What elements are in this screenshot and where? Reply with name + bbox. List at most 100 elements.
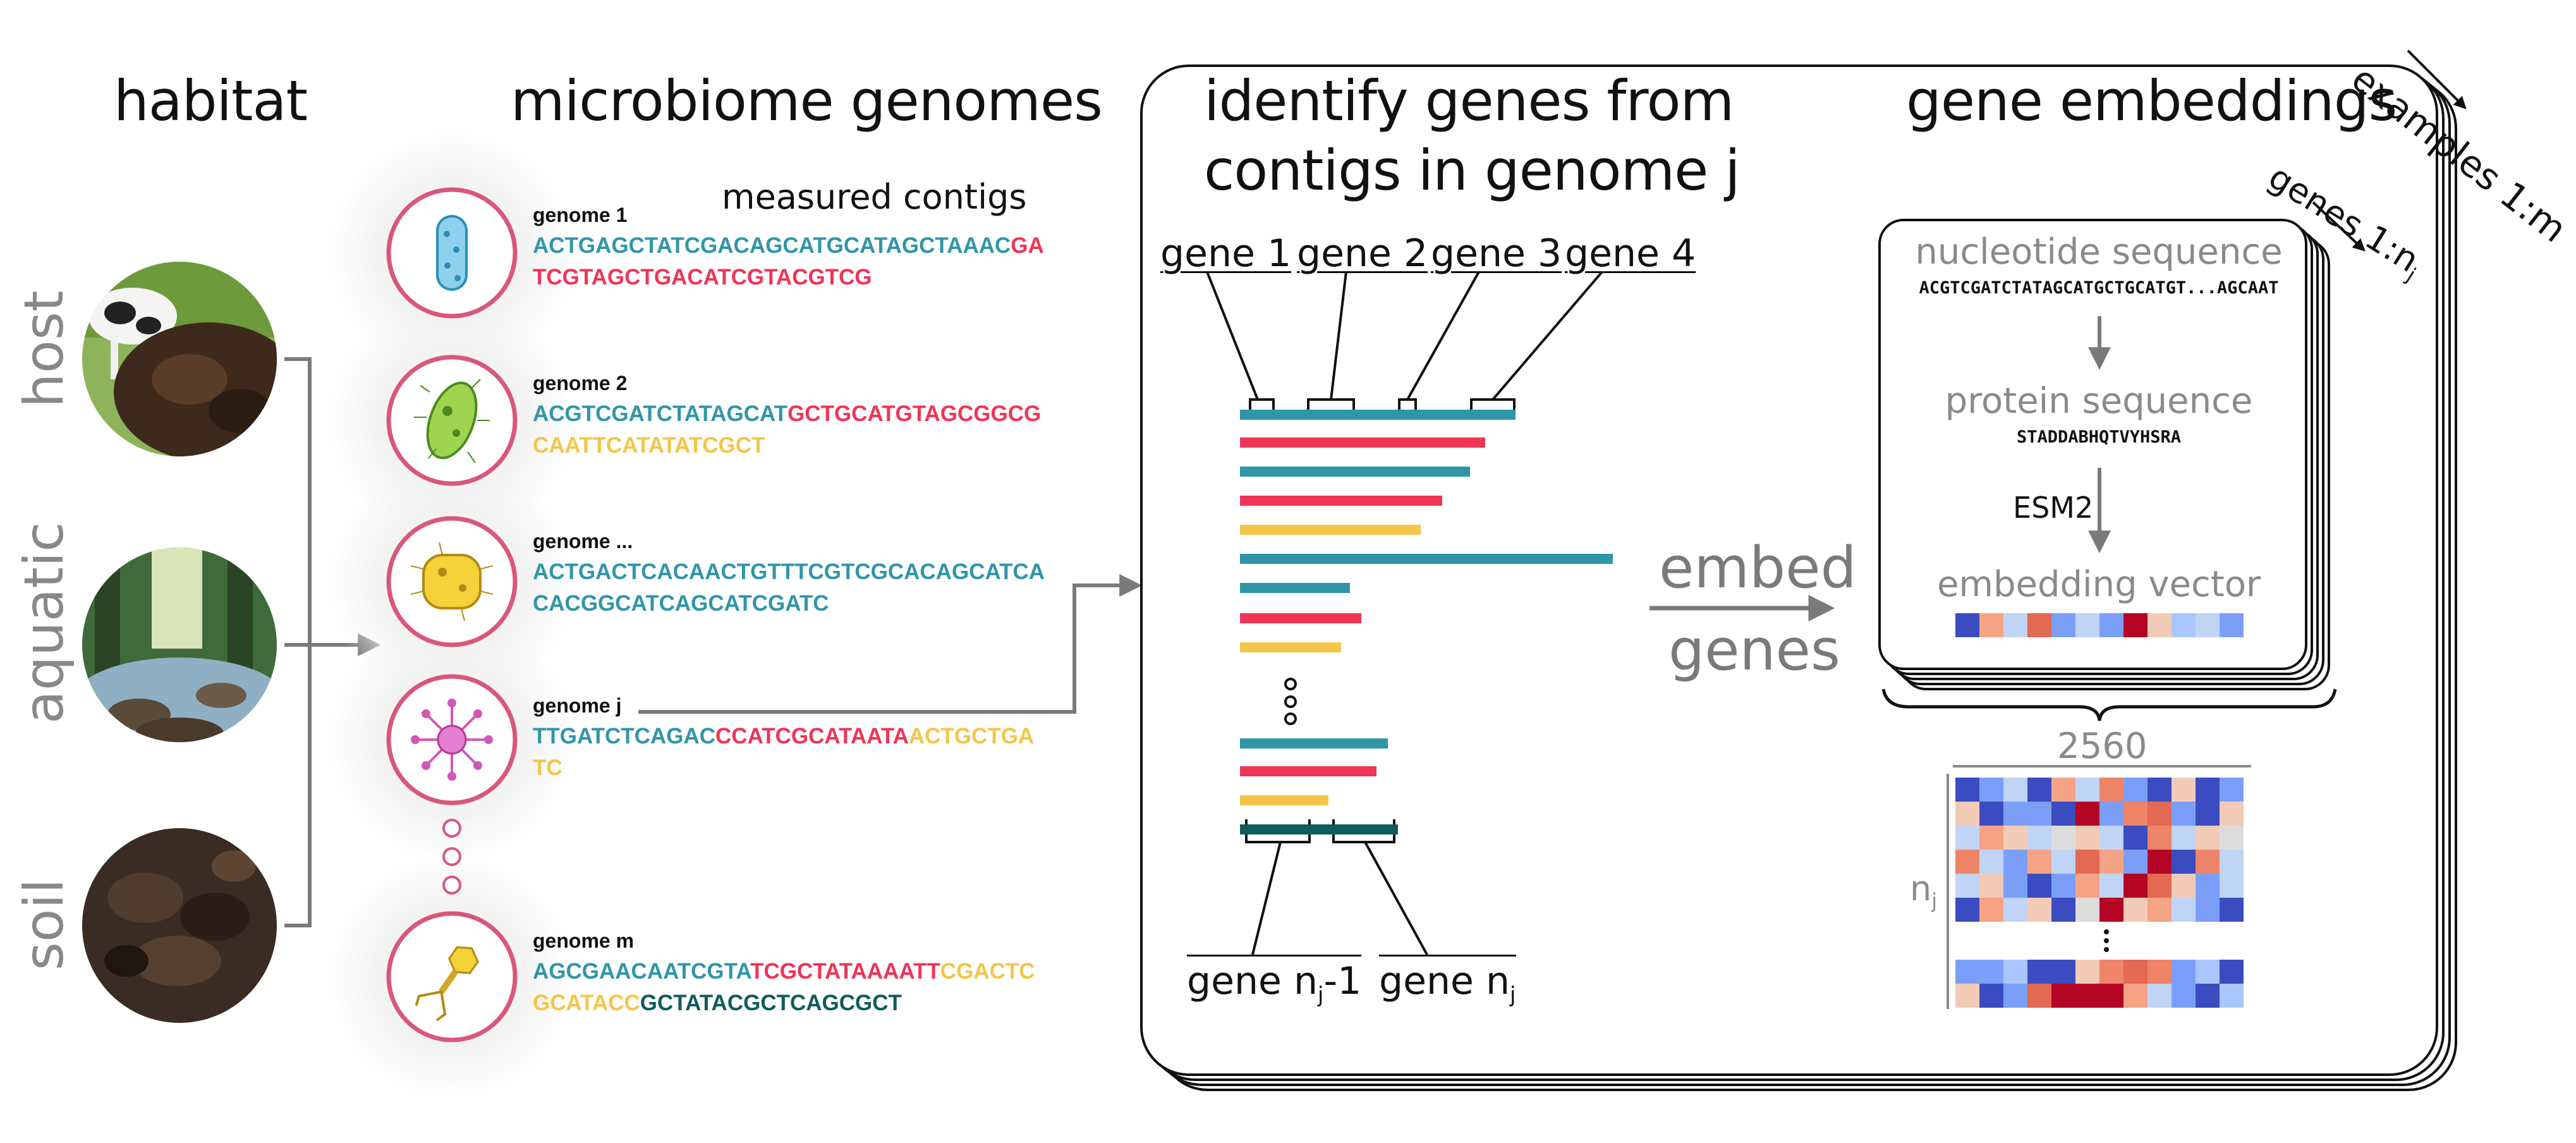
matrix-cell [2027, 898, 2051, 922]
matrix-cell [2220, 874, 2244, 898]
habitat-label-host: host [13, 290, 76, 408]
genome-sequence-line: CACGGCATCAGCATCGATC [533, 588, 829, 620]
matrix-ellipsis [2104, 929, 2109, 952]
matrix-cell [1955, 802, 1979, 826]
genome-sequence-line: ACTGAGCTATCGACAGCATGCATAGCTAAACGA [533, 230, 1044, 262]
sequence-segment: ACTGAGCTATCGACAGCATGCATAGCTAAAC [533, 233, 1011, 258]
gene-label-1: gene 1 [1160, 231, 1292, 276]
matrix-cell [2003, 960, 2027, 984]
gene-bar [1240, 795, 1328, 805]
phage-icon [386, 911, 518, 1042]
matrix-cell [1955, 874, 1979, 898]
sequence-segment: ACGTCGATCTATAGCAT [533, 401, 788, 426]
matrix-cell [2196, 898, 2220, 922]
sequence-segment: GCATACC [533, 991, 640, 1015]
matrix-rows-sub: j [1931, 888, 1938, 913]
gene-nj-base: gene n [1379, 959, 1510, 1003]
matrix-cell [2003, 778, 2027, 802]
matrix-cell [1955, 850, 1979, 874]
gene-nj-1-base: gene n [1187, 959, 1318, 1003]
sequence-segment: TC [533, 755, 562, 780]
identify-title-line1: identify genes from [1204, 68, 1734, 133]
matrix-cell [2123, 826, 2148, 850]
matrix-cell [2220, 802, 2244, 826]
genome-label: genome m [533, 929, 635, 952]
matrix-cell [2099, 984, 2123, 1008]
genome-label: genome 1 [533, 204, 628, 226]
vector-cell [2220, 613, 2244, 637]
gene-nj-1-suffix: -1 [1323, 959, 1362, 1003]
gene-bar [1240, 410, 1516, 420]
matrix-cell [2123, 898, 2148, 922]
matrix-cell [2099, 960, 2123, 984]
sequence-segment: GA [1011, 233, 1044, 258]
sequence-segment: AGCGAACAATCGTA [533, 959, 751, 984]
matrix-cell [2075, 960, 2099, 984]
gene-bar [1240, 613, 1361, 623]
ellipsis-dots [442, 819, 461, 895]
matrix-cell [2148, 984, 2172, 1008]
matrix-cell [2003, 898, 2027, 922]
matrix-cell [2099, 778, 2123, 802]
matrix-cell [2123, 984, 2148, 1008]
matrix-cell [2003, 850, 2027, 874]
matrix-cell [1979, 778, 2003, 802]
matrix-cell [2051, 898, 2075, 922]
habitat-title: habitat [114, 68, 308, 133]
matrix-cell [2027, 778, 2051, 802]
virus-icon [386, 674, 518, 805]
protein-title: protein sequence [1945, 381, 2253, 422]
matrix-cell [1979, 826, 2003, 850]
genome-sequence-line: ACTGACTCACAACTGTTTCGTCGCACAGCATCA [533, 556, 1045, 588]
matrix-cell [2123, 960, 2148, 984]
gene-nj-1-sub: j [1318, 982, 1324, 1008]
genome-j-arrow [638, 574, 1143, 714]
matrix-cell [2075, 874, 2099, 898]
vector-cell [2148, 613, 2172, 637]
stream-photo [82, 547, 277, 742]
sequence-segment: CCATCGCATAATA [715, 724, 909, 749]
genome-label: genome ... [533, 530, 633, 553]
genome-sequence-line: GCATACCGCTATACGCTCAGCGCT [533, 987, 902, 1019]
matrix-cell [2027, 850, 2051, 874]
habitat-label-aquatic: aquatic [13, 522, 76, 724]
matrix-cell [1979, 960, 2003, 984]
matrix-cell [1955, 778, 1979, 802]
cow-manure-photo [82, 262, 277, 456]
embed-label-line2: genes [1668, 617, 1840, 683]
matrix-cell [2148, 802, 2172, 826]
genome-sequence-line: TC [533, 752, 562, 784]
gene-bar [1240, 766, 1376, 776]
genome-sequence-line: TTGATCTCAGACCCATCGCATAATAACTGCTGA [533, 721, 1034, 752]
matrix-cell [2123, 850, 2148, 874]
vector-cell [1979, 613, 2003, 637]
sequence-segment: TTGATCTCAGAC [533, 724, 716, 749]
identify-title-line2: contigs in genome j [1204, 138, 1741, 203]
sequence-segment: ACTGCTGA [908, 724, 1035, 749]
yellow-cell-icon [386, 516, 518, 647]
sequence-segment: CAATTCATATATCGCT [533, 433, 765, 458]
matrix-cell [2075, 984, 2099, 1008]
gene-bar [1240, 554, 1613, 564]
vector-cell [2003, 613, 2027, 637]
gene-label-4: gene 4 [1565, 231, 1696, 276]
matrix-cell [2027, 960, 2051, 984]
sequence-segment: TCGTAGCTGACATCGTACGTCG [533, 265, 872, 290]
matrix-cell [2172, 850, 2196, 874]
gene-bar [1240, 525, 1421, 535]
gene-bar [1240, 467, 1470, 477]
matrix-cell [2075, 826, 2099, 850]
matrix-cell [2123, 778, 2148, 802]
matrix-cell [2003, 874, 2027, 898]
matrix-cell [2027, 874, 2051, 898]
matrix-cell [2099, 802, 2123, 826]
matrix-cell [2148, 960, 2172, 984]
matrix-cell [2123, 874, 2148, 898]
measured-contigs-label: measured contigs [722, 177, 1027, 217]
green-bacterium-icon [386, 355, 518, 486]
matrix-cell [2148, 874, 2172, 898]
matrix-cell [2172, 874, 2196, 898]
genome-sequence-line: TCGTAGCTGACATCGTACGTCG [533, 262, 872, 293]
matrix-cell [2051, 850, 2075, 874]
sequence-segment: TCGCTATAAAATT [750, 959, 940, 984]
